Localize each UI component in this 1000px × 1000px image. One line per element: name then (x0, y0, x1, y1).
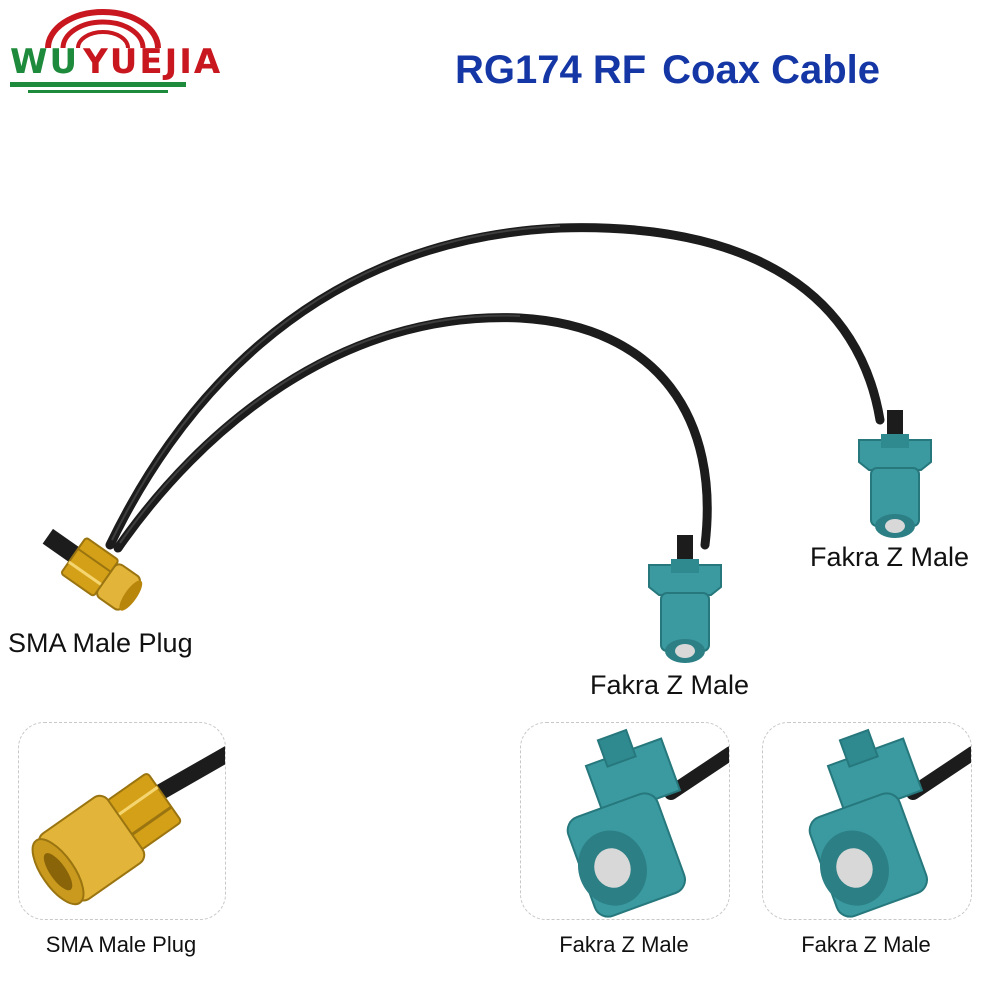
cable-assembly-drawing (42, 223, 932, 663)
page-title: RG174 RF Coax Cable (455, 48, 985, 93)
label-sma-main: SMA Male Plug (8, 628, 193, 658)
label-fakra-lower: Fakra Z Male (590, 670, 750, 700)
cable-long (105, 223, 885, 550)
caption-fakra-2: Fakra Z Male (801, 932, 931, 957)
logo-name: YUEJIA (83, 42, 223, 82)
fakra-closeup-icon (808, 728, 971, 918)
sma-closeup-icon (31, 746, 225, 906)
label-fakra-upper: Fakra Z Male (810, 542, 970, 572)
detail-card-fakra-1 (520, 722, 730, 920)
sma-connector-icon (42, 528, 143, 611)
detail-card-sma (18, 722, 226, 920)
title-part-2: Coax Cable (662, 48, 881, 92)
caption-sma: SMA Male Plug (45, 932, 197, 957)
title-part-1: RG174 RF (455, 48, 647, 92)
detail-card-fakra-2 (762, 722, 972, 920)
cable-short (113, 313, 712, 553)
logo-prefix: WU (10, 42, 80, 82)
caption-fakra-1: Fakra Z Male (559, 932, 689, 957)
fakra-connector-left-icon (648, 535, 722, 663)
logo-arcs-icon (10, 9, 186, 93)
fakra-closeup-icon (566, 728, 729, 918)
fakra-connector-right-icon (858, 410, 932, 538)
